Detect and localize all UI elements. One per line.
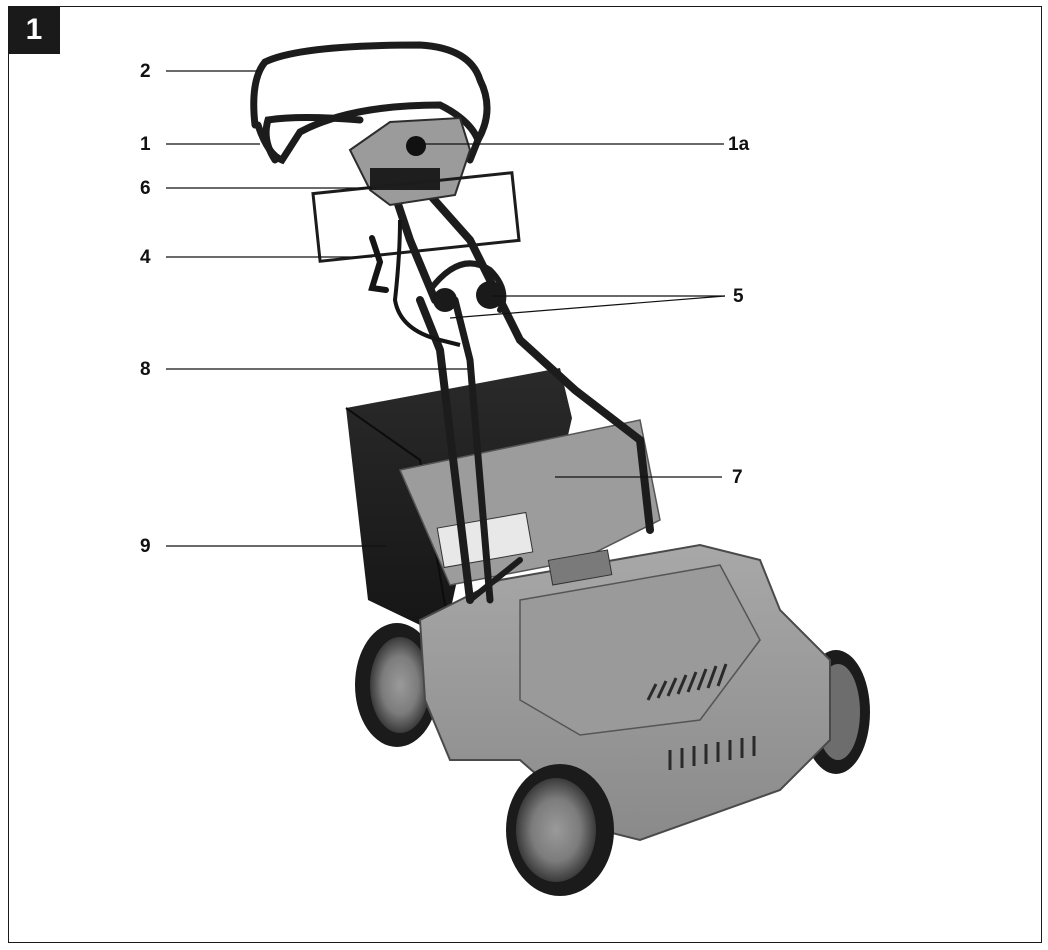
callout-8: 8 <box>140 359 151 380</box>
figure-number-badge: 1 <box>8 6 60 54</box>
callout-6: 6 <box>140 178 151 199</box>
callout-7: 7 <box>732 467 743 488</box>
cable-plug <box>368 219 461 347</box>
rear-left-wheel <box>355 623 439 747</box>
adjustment-knobs <box>433 281 504 312</box>
switch-box <box>348 116 472 207</box>
front-left-wheel <box>506 764 614 896</box>
mower-housing <box>418 543 831 842</box>
cable-holder-frame <box>311 171 521 263</box>
callout-5: 5 <box>733 286 744 307</box>
callout-1: 1 <box>140 134 151 155</box>
callout-2: 2 <box>140 61 151 82</box>
callout-9: 9 <box>140 536 151 557</box>
leader-lines <box>166 70 726 547</box>
callout-4: 4 <box>140 247 151 268</box>
figure-number: 1 <box>25 13 43 46</box>
callout-1a: 1a <box>728 134 750 155</box>
upper-handle-bar <box>250 41 491 165</box>
